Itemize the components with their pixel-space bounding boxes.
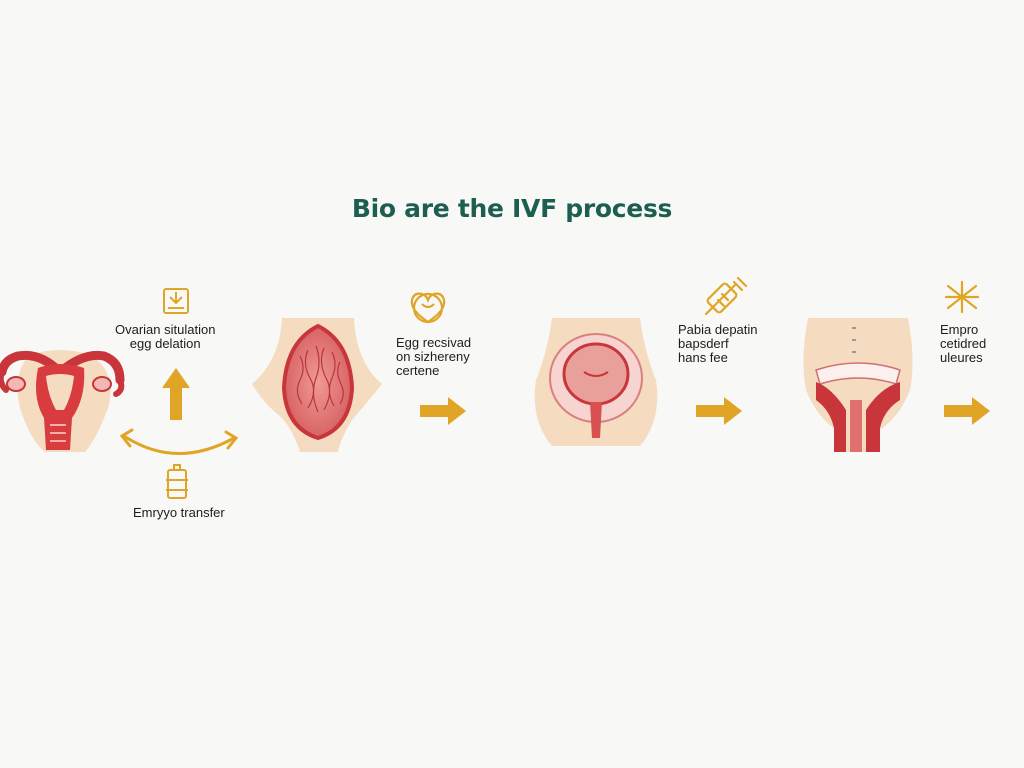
stimulation-label-line-2: egg delation [129, 336, 201, 351]
embryo-label: Empro cetidred uleures [940, 323, 986, 365]
retrieval-label-line-2: on sizhereny [396, 349, 470, 364]
retrieval-label-line-1: Egg recsivad [396, 335, 472, 350]
right-arrow-icon [420, 397, 466, 425]
sparkle-icon [944, 280, 980, 314]
embryo-label-line-2: cetidred [940, 336, 987, 351]
cycle-arrows-icon [119, 428, 239, 455]
stimulation-label-line-1: Ovarian situlation [115, 322, 216, 337]
heart-icon [410, 292, 446, 324]
fertilization-label-line-2: bapsderf [678, 336, 729, 351]
uterus-cross-section-illustration [534, 318, 658, 446]
right-arrow-icon [696, 397, 742, 425]
transfer-label-line-1: Emryyo transfer [133, 505, 225, 520]
fertilization-label-line-3: hans fee [678, 350, 728, 365]
microscope-icon [166, 464, 188, 499]
diagram-title: Bio are the IVF process [351, 194, 673, 223]
hormone-box-icon [163, 288, 189, 314]
up-arrow-icon [162, 368, 190, 420]
uterus-lower-illustration [803, 318, 913, 452]
embryo-label-line-3: uleures [940, 350, 983, 365]
retrieval-label-line-3: certene [396, 363, 440, 378]
transfer-label: Emryyo transfer [133, 506, 225, 520]
right-arrow-icon [944, 397, 990, 425]
uterus-icon [0, 350, 125, 452]
ovary-tissue-illustration [252, 318, 382, 452]
embryo-label-line-1: Empro [940, 322, 979, 337]
fertilization-label: Pabia depatin bapsderf hans fee [678, 323, 758, 365]
fertilization-label-line-1: Pabia depatin [678, 322, 758, 337]
syringe-icon [704, 276, 748, 316]
retrieval-label: Egg recsivad on sizhereny certene [396, 336, 471, 378]
stimulation-label: Ovarian situlation egg delation [115, 323, 215, 351]
